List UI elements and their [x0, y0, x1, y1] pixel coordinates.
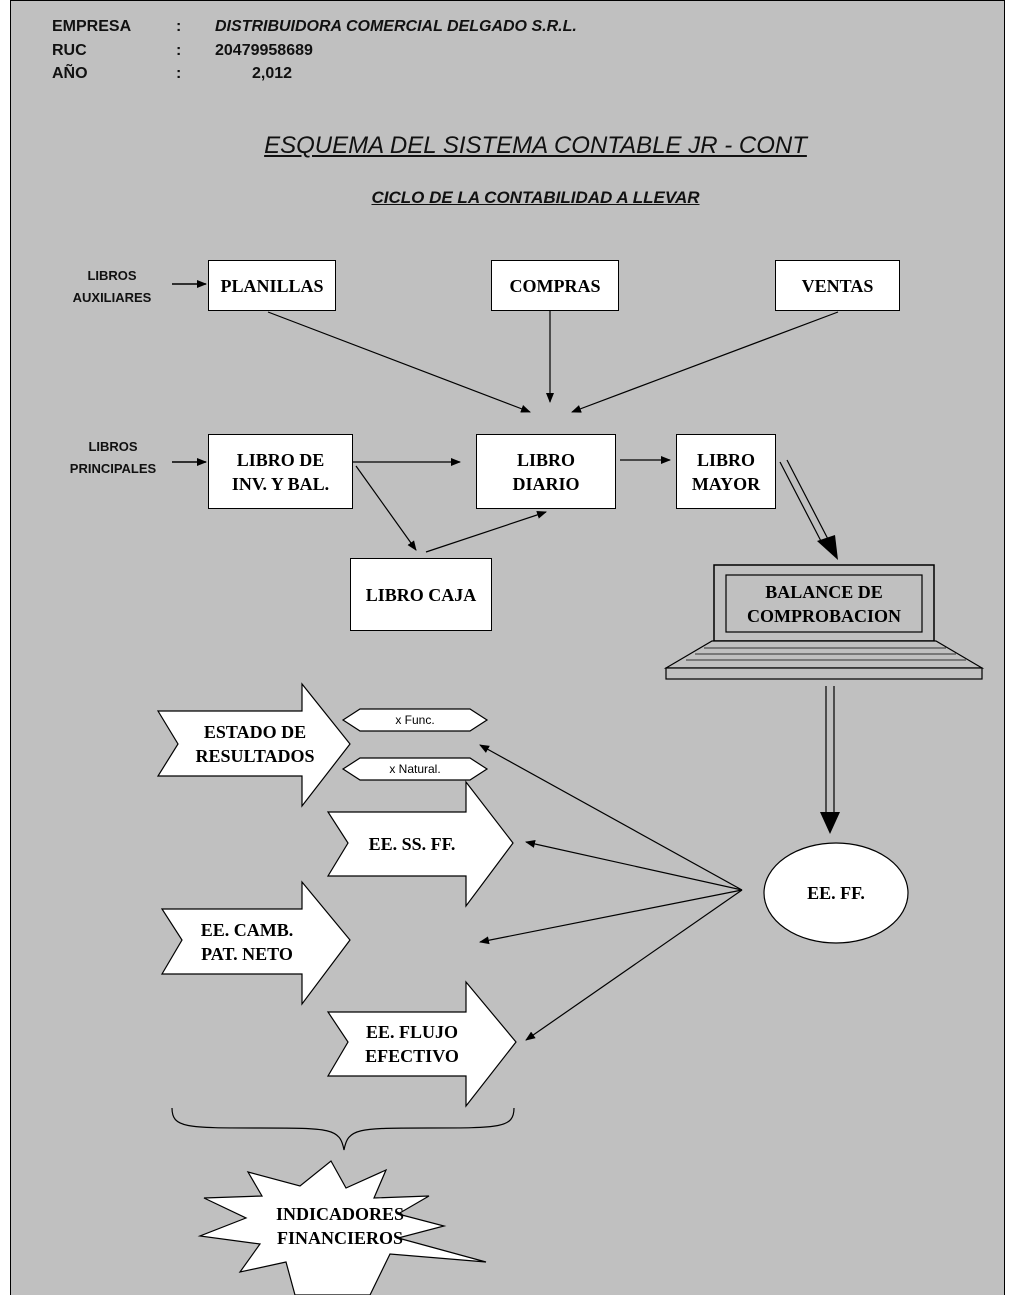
indicadores-starburst: [197, 1160, 487, 1295]
libros-auxiliares-line2: AUXILIARES: [72, 290, 152, 305]
box-libro-diario: LIBRO DIARIO: [476, 434, 616, 509]
balance-line1: BALANCE DE: [765, 581, 883, 602]
arrow-eeff-to-camb: [479, 889, 743, 945]
laptop-base: [665, 667, 983, 680]
flujo-text: EE. FLUJO EFECTIVO: [365, 1020, 459, 1068]
libros-auxiliares-label: LIBROS AUXILIARES: [62, 265, 162, 309]
camb-block-arrow: [160, 880, 351, 1006]
resultados-text: ESTADO DE RESULTADOS: [195, 720, 314, 768]
flujo-line2: EFECTIVO: [365, 1046, 459, 1066]
box-planillas: PLANILLAS: [208, 260, 336, 311]
resultados-block-arrow: [156, 682, 351, 808]
arrow-ventas-to-diario: [571, 311, 839, 413]
planillas-label: PLANILLAS: [220, 275, 324, 296]
arrow-inv-to-caja: [355, 465, 417, 551]
arrow-caja-to-diario: [425, 511, 547, 553]
libros-auxiliares-line1: LIBROS: [87, 268, 137, 283]
balance-label: BALANCE DE COMPROBACION: [726, 575, 922, 632]
indicadores-text: INDICADORES FINANCIEROS: [276, 1202, 404, 1250]
camb-label: EE. CAMB. PAT. NETO: [180, 909, 314, 974]
flujo-label: EE. FLUJO EFECTIVO: [346, 1012, 478, 1076]
double-line-mayor-a: [779, 461, 824, 546]
diario-line1: LIBRO: [516, 449, 575, 470]
ventas-label: VENTAS: [801, 275, 874, 296]
arrow-eeff-to-flujo: [525, 889, 743, 1041]
balance-text: BALANCE DE COMPROBACION: [747, 580, 901, 628]
inv-bal-line1: LIBRO DE: [236, 449, 325, 470]
caja-label: LIBRO CAJA: [365, 584, 477, 605]
empresa-value: DISTRIBUIDORA COMERCIAL DELGADO S.R.L.: [215, 18, 577, 35]
laptop-screen: [725, 574, 923, 633]
func-label: x Func.: [395, 713, 435, 727]
arrow-planillas-to-diario: [267, 311, 531, 413]
curly-brace: [171, 1107, 515, 1151]
flujo-line1: EE. FLUJO: [365, 1022, 458, 1042]
laptop-keyboard: [663, 640, 985, 669]
indicadores-line2: FINANCIEROS: [276, 1228, 404, 1248]
diario-line2: DIARIO: [512, 473, 580, 494]
resultados-line2: RESULTADOS: [195, 745, 315, 766]
inv-bal-label: LIBRO DE INV. Y BAL.: [232, 448, 329, 496]
ruc-label: RUC: [52, 42, 87, 59]
func-hexagon: [341, 708, 489, 732]
double-line-mayor-b: [786, 459, 831, 544]
anio-value: 2,012: [252, 65, 293, 82]
box-libro-caja: LIBRO CAJA: [350, 558, 492, 631]
indicadores-line1: INDICADORES: [275, 1204, 405, 1224]
arrowhead-to-balance: [817, 535, 838, 560]
mayor-label: LIBRO MAYOR: [692, 448, 760, 496]
ruc-separator: :: [176, 42, 182, 59]
eessff-text: EE. SS. FF.: [368, 834, 456, 854]
libros-principales-label: LIBROS PRINCIPALES: [58, 436, 168, 480]
flujo-block-arrow: [326, 980, 517, 1108]
page-subtitle: CICLO DE LA CONTABILIDAD A LLEVAR: [371, 188, 700, 207]
arrow-eeff-to-resultados: [479, 744, 743, 891]
eeff-ellipse: [763, 842, 909, 944]
empresa-separator: :: [176, 18, 182, 35]
natural-hexagon: [341, 757, 489, 781]
compras-label: COMPRAS: [509, 275, 601, 296]
empresa-label: EMPRESA: [52, 18, 132, 35]
box-libro-inv-bal: LIBRO DE INV. Y BAL.: [208, 434, 353, 509]
libros-principales-line1: LIBROS: [88, 439, 138, 454]
mayor-line2: MAYOR: [691, 473, 761, 494]
mayor-line1: LIBRO: [696, 449, 756, 470]
eeff-label: EE. FF.: [764, 843, 908, 943]
camb-line2: PAT. NETO: [201, 943, 293, 964]
box-compras: COMPRAS: [491, 260, 619, 311]
inv-bal-line2: INV. Y BAL.: [231, 473, 330, 494]
box-libro-mayor: LIBRO MAYOR: [676, 434, 776, 509]
balance-line2: COMPROBACION: [747, 605, 901, 626]
eessff-label: EE. SS. FF.: [346, 812, 478, 876]
page-title: ESQUEMA DEL SISTEMA CONTABLE JR - CONT: [264, 132, 807, 159]
resultados-label: ESTADO DE RESULTADOS: [176, 711, 334, 776]
anio-label: AÑO: [52, 65, 88, 82]
diario-label: LIBRO DIARIO: [512, 448, 579, 496]
eessff-block-arrow: [326, 780, 514, 908]
anio-separator: :: [176, 65, 182, 82]
libros-principales-line2: PRINCIPALES: [69, 461, 157, 476]
resultados-line1: ESTADO DE: [203, 721, 307, 742]
camb-line1: EE. CAMB.: [200, 919, 294, 940]
arrow-eeff-to-eessff: [525, 840, 743, 891]
ruc-value: 20479958689: [215, 42, 313, 59]
eeff-text: EE. FF.: [807, 883, 865, 903]
indicadores-label: INDICADORES FINANCIEROS: [255, 1200, 425, 1252]
box-ventas: VENTAS: [775, 260, 900, 311]
arrowhead-to-eeff: [820, 812, 840, 834]
camb-text: EE. CAMB. PAT. NETO: [201, 918, 294, 966]
natural-label: x Natural.: [389, 762, 441, 776]
